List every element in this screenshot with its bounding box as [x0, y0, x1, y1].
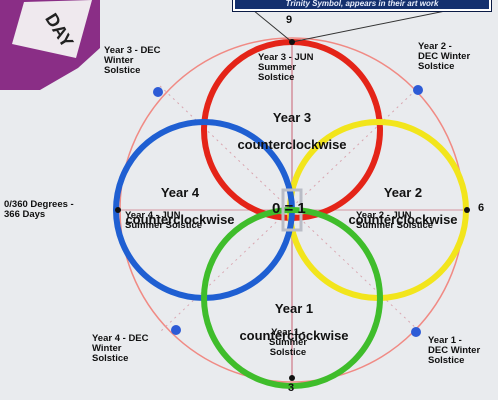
banner-connector — [247, 5, 293, 43]
label-y2-dec: Year 2 - DEC Winter Solstice — [418, 41, 471, 72]
year4-direction: counterclockwise — [125, 211, 235, 227]
center-label: 0 = 1 — [272, 200, 306, 217]
label-y1-jun: Year 1 - Summer Solstice — [269, 327, 308, 358]
center-glyph — [281, 188, 303, 232]
year3-title: Year 3 counterclockwise — [222, 97, 362, 165]
trinity-banner: Trinity Symbol, appears in their art wor… — [232, 0, 492, 12]
year4-name: Year 4 — [160, 184, 200, 200]
axis-dot-bottom — [289, 375, 295, 381]
year2-direction: counterclockwise — [348, 211, 458, 227]
year3-direction: counterclockwise — [237, 136, 347, 152]
label-y3-jun: Year 3 - JUN Summer Solstice — [258, 52, 314, 83]
tick-right: 6 — [478, 202, 485, 214]
label-y3-dec: Year 3 - DEC Winter Solstice — [104, 45, 161, 76]
year4-title: Year 4 counterclockwise — [110, 172, 250, 240]
axis-dot-top — [289, 39, 295, 45]
label-y4-jun: Year 4 - JUN Summer Solstice — [125, 210, 203, 231]
axis-dot-right — [464, 207, 470, 213]
year1-direction: counterclockwise — [239, 327, 349, 343]
tick-bottom: 3 — [288, 382, 295, 394]
year2-title: Year 2 counterclockwise — [338, 172, 468, 240]
circle-year1 — [201, 207, 383, 389]
label-y4-dec: Year 4 - DEC Winter Solstice — [92, 333, 149, 364]
marker-y2-dec — [413, 85, 423, 95]
marker-y4-dec — [171, 325, 181, 335]
year2-name: Year 2 — [383, 184, 423, 200]
degrees-label: 0/360 Degrees - 366 Days — [4, 199, 74, 220]
label-y1-dec: Year 1 - DEC Winter Solstice — [428, 335, 481, 366]
label-y2-jun: Year 2 - JUN Summer Solstice — [356, 210, 434, 231]
axis-dot-left — [115, 207, 121, 213]
marker-y3-dec — [153, 87, 163, 97]
photo-fragment: DAY — [0, 0, 100, 90]
year1-name: Year 1 — [274, 300, 314, 316]
year3-name: Year 3 — [272, 109, 312, 125]
tick-top: 9 — [286, 14, 293, 26]
banner-connector-2 — [291, 5, 471, 43]
marker-y1-dec — [411, 327, 421, 337]
year1-title: Year 1 counterclockwise — [224, 288, 364, 356]
